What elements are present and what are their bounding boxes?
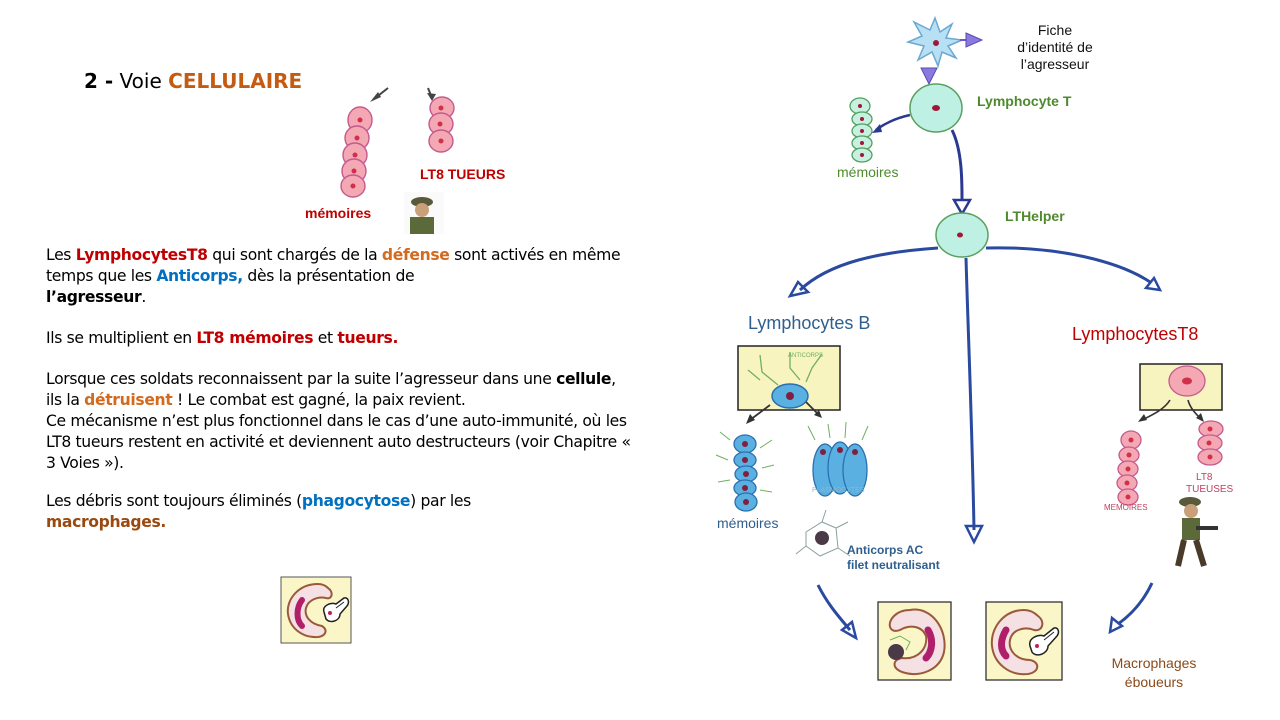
- label-lthelper: LTHelper: [1005, 208, 1065, 224]
- title-prefix: Voie: [119, 69, 169, 93]
- label-lymphocytes-b: Lymphocytes B: [748, 313, 871, 333]
- arrow-to-tueurs-icon: [427, 87, 436, 101]
- arrow-to-memoires-icon: [370, 87, 389, 102]
- highlight-tueurs: tueurs.: [337, 329, 399, 347]
- slide-title: 2 - Voie CELLULAIRE: [84, 69, 302, 93]
- label-line: l’agresseur: [1020, 56, 1090, 72]
- highlight-lymphocytest8: LymphocytesT8: [75, 246, 208, 264]
- highlight-detruisent: détruisent: [84, 391, 173, 409]
- title-accent: CELLULAIRE: [168, 69, 303, 93]
- label-line: filet neutralisant: [847, 558, 940, 572]
- label-line: Macrophages: [1111, 655, 1197, 671]
- soldier-icon: [404, 192, 444, 234]
- text-span: dès la présentation de: [242, 267, 415, 285]
- lymphocyte-t-cell-icon: [909, 83, 963, 133]
- text-span: Lorsque ces soldats reconnaissent par la…: [46, 370, 557, 388]
- arrow-to-lymphocyte-t-icon: [920, 67, 938, 86]
- label-lt8-tueurs: LT8 TUEURS: [420, 166, 506, 182]
- handwritten-plasmocytes: PLASMOCYTES: [812, 487, 865, 494]
- lt8-memoires-cells-icon: [340, 106, 373, 198]
- arrow-b-to-macrophages-icon: [816, 584, 858, 641]
- label-line: Anticorps AC: [847, 543, 924, 557]
- label-t-memoires: mémoires: [837, 164, 899, 180]
- label-line: Fiche: [1037, 22, 1073, 38]
- paragraph-destruction: Lorsque ces soldats reconnaissent par la…: [46, 369, 636, 474]
- text-span: ! Le combat est gagné, la paix revient.: [172, 391, 466, 409]
- label-anticorps-filet: Anticorps AC filet neutralisant: [847, 543, 940, 573]
- lthelper-cell-icon: [935, 212, 989, 258]
- t8-activation-box-icon: [1139, 363, 1223, 411]
- arrow-to-macrophages-center-icon: [963, 257, 985, 545]
- label-b-memoires: mémoires: [717, 515, 779, 531]
- text-span: Ils se multiplient en: [46, 329, 197, 347]
- text-span: .: [141, 288, 146, 306]
- label-lymphocyte-t: Lymphocyte T: [977, 93, 1072, 109]
- arrow-to-lymphocytes-b-icon: [787, 246, 939, 298]
- paragraph-multiplication: Ils se multiplient en LT8 mémoires et tu…: [46, 328, 636, 349]
- highlight-lt8-memoires: LT8 mémoires: [196, 329, 314, 347]
- arrow-to-t-memoires-icon: [872, 113, 911, 133]
- label-macrophages-eboueurs: Macrophages éboueurs: [1096, 654, 1212, 692]
- label-lymphocytes-t8: LymphocytesT8: [1072, 324, 1199, 344]
- text-span: Ce mécanisme n’est plus fonctionnel dans…: [46, 412, 631, 472]
- anticorps-net-icon: [795, 509, 851, 557]
- paragraph-phagocytose: Les débris sont toujours éliminés (phago…: [46, 491, 636, 533]
- arrow-b-to-plasmocytes-icon: [805, 401, 822, 418]
- highlight-phagocytose: phagocytose: [301, 492, 411, 510]
- paragraph-activation: Les LymphocytesT8 qui sont chargés de la…: [46, 245, 636, 308]
- handwritten-anticorps: ANTICORPS: [788, 353, 823, 359]
- text-span: qui sont chargés de la: [207, 246, 382, 264]
- text-span: , ils la: [46, 370, 616, 409]
- t8-memoires-cells-icon: [1116, 430, 1142, 506]
- b-memoires-cells-icon: [715, 431, 775, 512]
- text-span: Les: [46, 246, 76, 264]
- label-memoires: mémoires: [305, 205, 372, 221]
- highlight-agresseur: l’agresseur: [46, 288, 142, 306]
- text-span: et: [313, 329, 338, 347]
- lt8-tueurs-cells-icon: [428, 96, 455, 153]
- text-span: ) par les: [410, 492, 471, 510]
- label-fiche-identite: Fiche d’identité de l’agresseur: [1000, 22, 1110, 73]
- arrow-t8-to-macrophages-icon: [1108, 582, 1154, 635]
- label-line: éboueurs: [1124, 674, 1184, 690]
- label-line: d’identité de: [1017, 39, 1093, 55]
- text-span: Les débris sont toujours éliminés (: [46, 492, 302, 510]
- b-cell-activation-box-icon: [737, 345, 841, 411]
- arrow-t8-to-memoires-icon: [1138, 399, 1171, 422]
- highlight-macrophages: macrophages.: [46, 513, 166, 531]
- arrow-t8-to-tueuses-icon: [1187, 399, 1204, 422]
- highlight-defense: défense: [381, 246, 450, 264]
- macrophage-bacteria-icon: [985, 601, 1063, 681]
- arrow-to-lthelper-icon: [950, 129, 973, 217]
- title-number: 2 -: [84, 69, 114, 93]
- t8-tueuses-cells-icon: [1197, 420, 1224, 466]
- plasmocytes-cells-icon: [807, 421, 869, 497]
- highlight-anticorps: Anticorps,: [156, 267, 243, 285]
- handwritten-lt8: LT8: [1196, 472, 1213, 483]
- phagocytose-macrophage-icon: [280, 576, 352, 644]
- macrophage-engulfing-icon: [877, 601, 952, 681]
- soldier-large-icon: [1175, 497, 1218, 567]
- arrow-to-lymphocytes-t8-icon: [985, 246, 1163, 292]
- highlight-cellule: cellule: [556, 370, 612, 388]
- arrow-b-to-memoires-icon: [746, 404, 771, 424]
- arrow-to-fiche-icon: [960, 32, 984, 48]
- dendritic-cell-icon: [905, 15, 965, 69]
- handwritten-tueuses: TUEUSES: [1186, 484, 1234, 495]
- handwritten-memoires: MEMOIRES: [1104, 503, 1148, 512]
- t-memoires-cells-icon: [849, 97, 873, 163]
- text-span: sont activés en même temps que les: [46, 246, 621, 285]
